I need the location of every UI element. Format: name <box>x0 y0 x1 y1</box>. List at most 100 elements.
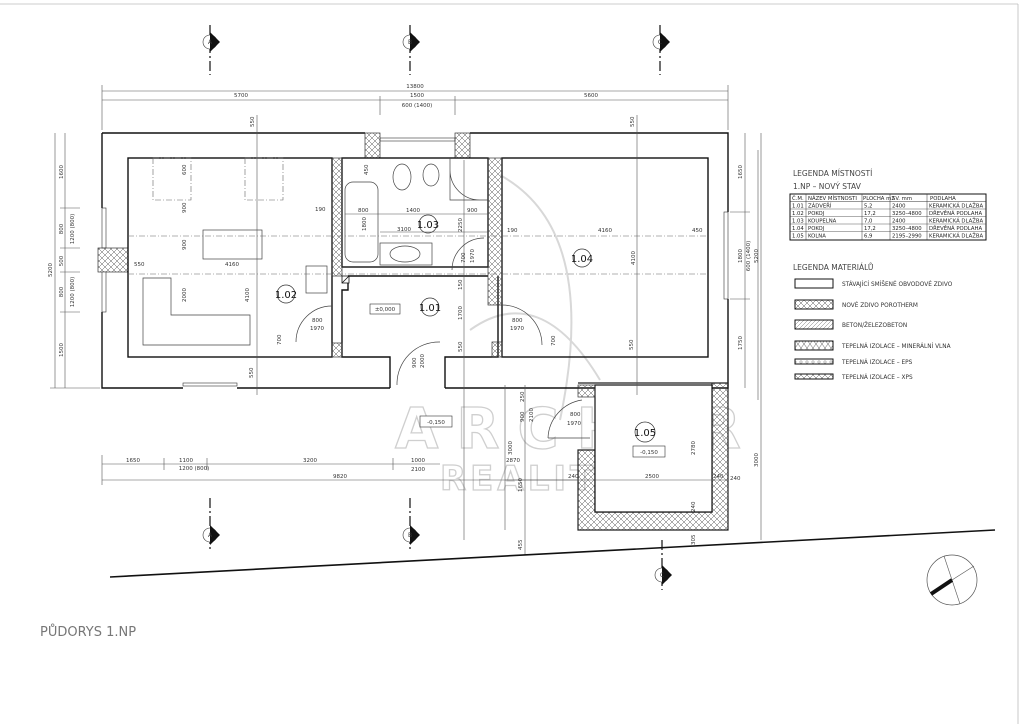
dim-label: 800 <box>59 286 65 297</box>
dim-label: 1970 <box>510 326 524 332</box>
door-1-02 <box>295 305 333 343</box>
section-marker-b-top: B <box>402 25 420 75</box>
cell: DŘEVĚNÁ PODLAHA <box>929 224 982 232</box>
washbasin <box>389 245 421 263</box>
material-item: STÁVAJÍCÍ SMÍŠENÉ OBVODOVÉ ZDIVO <box>794 278 953 289</box>
section-marker-b-bottom: B <box>402 498 420 550</box>
dim-label: 1970 <box>470 249 476 263</box>
dim-label: 550 <box>249 367 255 378</box>
dim-label: 2000 <box>420 354 426 368</box>
dim-label: 900 <box>520 411 526 422</box>
dim-label: 500 <box>59 255 65 266</box>
dim-label: 240 <box>691 501 697 512</box>
room-number-1-04: 1.04 <box>571 254 593 265</box>
dim-label: 550 <box>629 339 635 350</box>
cell: 7,0 <box>864 219 873 225</box>
window-left-2 <box>101 271 107 313</box>
window-left-1 <box>101 207 107 249</box>
level-entry: -0,150 <box>427 420 445 426</box>
cell: KERAMICKÁ DLAŽBA <box>929 232 983 240</box>
cell: KERAMICKÁ DLAŽBA <box>929 217 983 225</box>
dim-label: 600 (1400) <box>402 103 433 109</box>
material-label: TEPELNÁ IZOLACE – MINERÁLNÍ VLNA <box>841 343 951 350</box>
dim-label: 5700 <box>234 93 248 99</box>
dim-label: 900 <box>182 202 188 213</box>
dimensions-room-1-03: 450 800 1400 900 1800 3100 2250 700 1970 <box>345 164 488 263</box>
table-row: 1.04 POKOJ 17,2 3250–4800 DŘEVĚNÁ PODLAH… <box>792 224 982 232</box>
cell: 6,9 <box>864 234 872 240</box>
dim-total-width: 13800 <box>406 84 424 90</box>
dim-label: 190 <box>315 207 326 213</box>
dim-label: 1600 <box>59 165 65 179</box>
dim-label: 600 <box>182 164 188 175</box>
cell: KOLNA <box>808 234 826 240</box>
column-header: NÁZEV MÍSTNOSTI <box>808 195 857 202</box>
bidet <box>422 163 440 187</box>
axis-lines <box>128 115 708 540</box>
cell: 1.01 <box>792 204 804 210</box>
column-header: PODLAHA <box>930 196 956 202</box>
toilet <box>392 163 412 191</box>
cell: POKOJ <box>808 211 825 217</box>
material-item: TEPELNÁ IZOLACE – XPS <box>794 373 913 381</box>
section-label: A <box>208 532 213 539</box>
section-label: B <box>408 39 412 46</box>
dim-label: 1650 <box>518 478 524 492</box>
material-label: BETON/ŽELEZOBETON <box>842 321 907 329</box>
dim-label: 1100 <box>179 458 193 464</box>
room-number-1-05: 1.05 <box>634 428 656 439</box>
bathtub <box>344 181 379 263</box>
dim-label: 5600 <box>584 93 598 99</box>
cell: 5,2 <box>864 204 872 210</box>
shower <box>449 158 488 201</box>
table-header: Č.M. NÁZEV MÍSTNOSTI PLOCHA m2 SV. mm PO… <box>792 195 956 202</box>
cell: KERAMICKÁ DLAŽBA <box>929 202 983 210</box>
building-walls <box>97 132 729 389</box>
cell: 1.05 <box>792 234 804 240</box>
dim-label: 4160 <box>225 262 239 268</box>
dim-label: 1500 <box>59 343 65 357</box>
dim-label: 900 <box>467 208 478 214</box>
cell: 3250–4800 <box>892 226 922 232</box>
plot-boundary-line <box>109 529 996 578</box>
window-bottom <box>182 382 238 387</box>
column-header: SV. mm <box>892 196 912 202</box>
door-1-03 <box>451 237 485 271</box>
dim-label: 2100 <box>529 408 535 422</box>
dim-label: 550 <box>134 262 145 268</box>
dim-label: 1400 <box>406 208 420 214</box>
table-row: 1.05 KOLNA 6,9 2195–2990 KERAMICKÁ DLAŽB… <box>792 232 983 240</box>
drawing-title: PŮDORYS 1.NP <box>40 624 136 640</box>
room-legend: LEGENDA MÍSTNOSTÍ 1.NP – NOVÝ STAV Č.M. … <box>789 169 987 241</box>
cell: KOUPELNA <box>808 219 837 225</box>
material-item: TEPELNÁ IZOLACE – MINERÁLNÍ VLNA <box>794 340 951 351</box>
cell: 1.02 <box>792 211 804 217</box>
room-1-05-shed <box>547 382 729 531</box>
dimensions-bottom: 1650 1100 1200 (800) 3200 1000 2100 9820 <box>101 455 578 485</box>
dim-label: 1970 <box>310 326 324 332</box>
dim-label: 1200 (800) <box>179 466 210 472</box>
cell: POKOJ <box>808 226 825 232</box>
table-row: 1.02 POKOJ 17,2 3250–4800 DŘEVĚNÁ PODLAH… <box>792 209 982 217</box>
dim-label: 2000 <box>182 288 188 302</box>
room-number-1-02: 1.02 <box>275 290 297 301</box>
dimensions-room-1-05: 250 900 2100 800 1970 3000 2870 1650 240… <box>504 385 728 555</box>
section-label: A <box>208 39 213 46</box>
dim-label: 1970 <box>567 421 581 427</box>
room-legend-table: Č.M. NÁZEV MÍSTNOSTI PLOCHA m2 SV. mm PO… <box>789 193 987 241</box>
dim-label: 1000 <box>411 458 425 464</box>
dim-label: 240 <box>713 474 724 480</box>
room-labels: 1.02 1.03 1.01 ±0,000 1.04 1.05 -0,150 -… <box>275 214 666 458</box>
dim-label: 550 <box>630 116 636 127</box>
dim-label: 1200 (800) <box>70 277 76 308</box>
doors <box>295 237 543 386</box>
cell: 1.03 <box>792 219 804 225</box>
window-top <box>379 137 456 142</box>
dim-label: 3000 <box>508 441 514 455</box>
dim-label: 1500 <box>410 93 424 99</box>
dim-label: 1650 <box>126 458 140 464</box>
material-legend-title: LEGENDA MATERIÁLŮ <box>793 263 873 272</box>
section-marker-c-top: C <box>652 25 670 75</box>
material-label: TEPELNÁ IZOLACE – EPS <box>841 359 913 366</box>
